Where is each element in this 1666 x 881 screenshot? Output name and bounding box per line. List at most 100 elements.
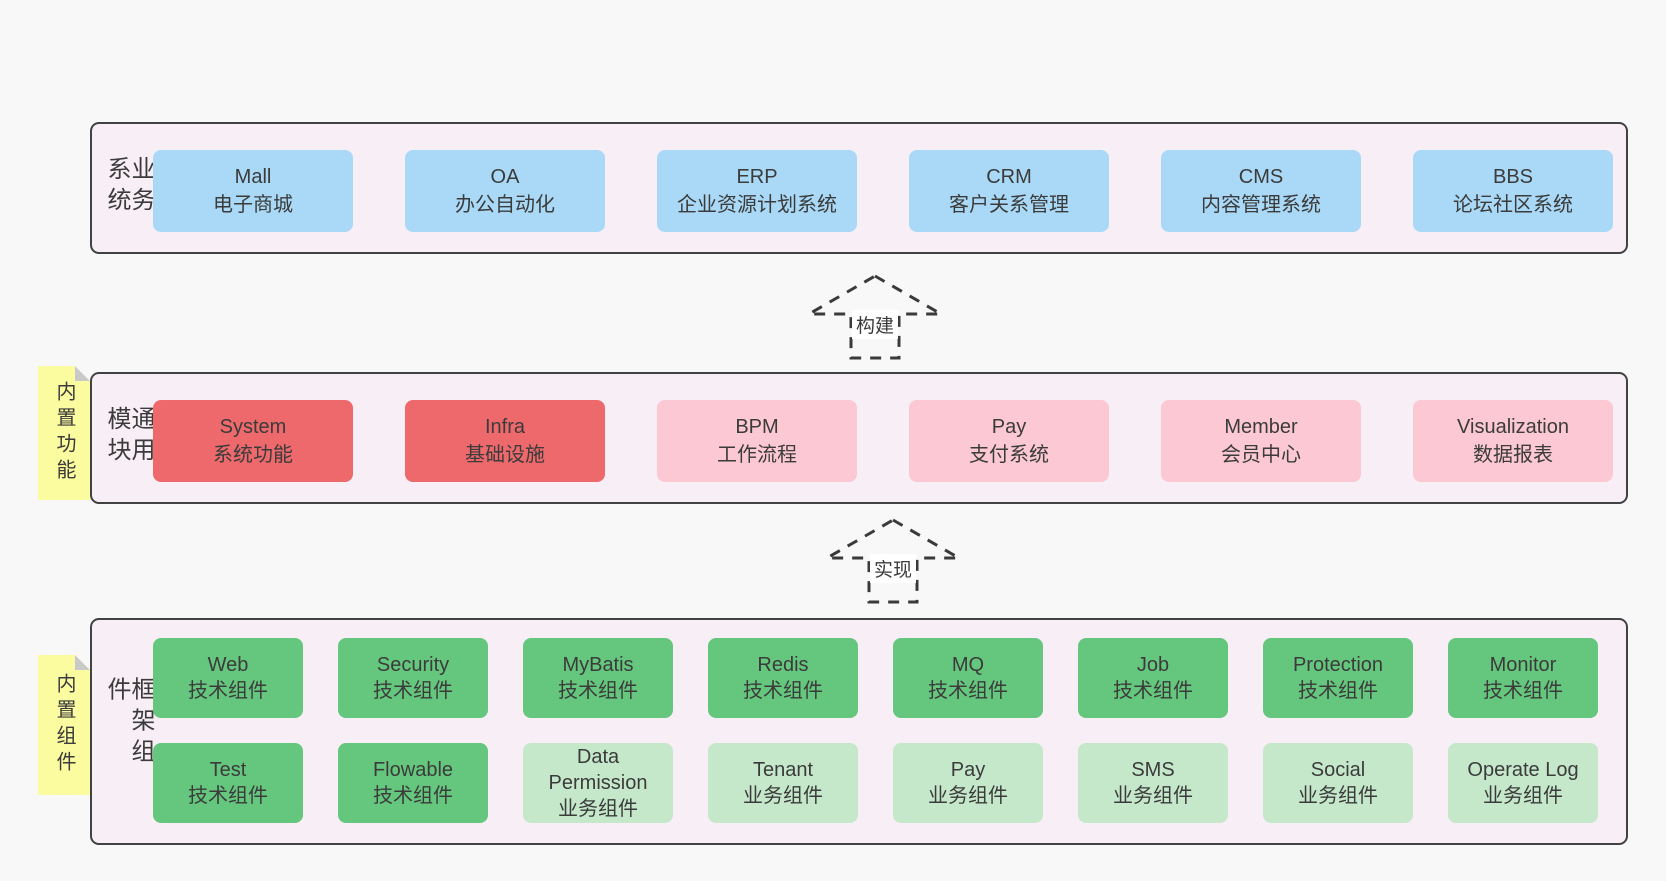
box-subtitle: 业务组件 [558,798,638,820]
box-social: Social 业务组件 [1263,743,1413,823]
box-subtitle: 技术组件 [1113,680,1193,702]
box-title: Member [1224,416,1298,438]
box-member: Member 会员中心 [1161,400,1361,482]
modules-box-row: System 系统功能 Infra 基础设施 BPM 工作流程 Pay 支付系统… [153,400,1613,482]
note-fold-corner-icon [75,655,90,670]
box-title: Operate Log [1467,759,1579,781]
box-subtitle: 系统功能 [213,444,293,466]
note-fold-corner-icon [75,366,90,381]
box-subtitle: 技术组件 [1483,680,1563,702]
box-subtitle: 技术组件 [558,680,638,702]
business-box-row: Mall 电子商城 OA 办公自动化 ERP 企业资源计划系统 CRM 客户关系… [153,150,1613,232]
box-subtitle: 技术组件 [373,785,453,807]
box-sms: SMS 业务组件 [1078,743,1228,823]
framework-box-row-top: Web 技术组件 Security 技术组件 MyBatis 技术组件 Redi… [153,638,1598,718]
box-redis: Redis 技术组件 [708,638,858,718]
box-subtitle: 技术组件 [188,785,268,807]
box-title: Job [1136,654,1170,676]
box-monitor: Monitor 技术组件 [1448,638,1598,718]
sticky-note-builtin-features: 内置功能 [38,366,90,500]
box-title: Pay [991,416,1027,438]
box-title: Visualization [1457,416,1569,438]
box-title: ERP [736,166,778,188]
framework-box-row-bottom: Test 技术组件 Flowable 技术组件 Data Permission … [153,743,1598,823]
box-title: Mall [234,166,272,188]
box-subtitle: 电子商城 [213,194,293,216]
sticky-note-label: 内置组件 [53,673,75,777]
up-arrow-outline-icon [807,274,943,360]
box-title: Web [207,654,249,676]
box-subtitle: 论坛社区系统 [1453,194,1573,216]
box-title: CRM [986,166,1032,188]
box-subtitle: 企业资源计划系统 [677,194,837,216]
box-title: Data Permission [548,746,648,794]
box-title: Protection [1292,654,1384,676]
layer-label-business-systems: 业务系统 [103,156,154,218]
box-test: Test 技术组件 [153,743,303,823]
box-crm: CRM 客户关系管理 [909,150,1109,232]
box-subtitle: 业务组件 [1113,785,1193,807]
box-title: Pay [950,759,986,781]
box-pay-module: Pay 支付系统 [909,400,1109,482]
box-bpm: BPM 工作流程 [657,400,857,482]
box-cms: CMS 内容管理系统 [1161,150,1361,232]
box-system: System 系统功能 [153,400,353,482]
box-title: MyBatis [562,654,634,676]
box-subtitle: 业务组件 [743,785,823,807]
box-infra: Infra 基础设施 [405,400,605,482]
box-title: Flowable [372,759,454,781]
box-title: Infra [484,416,526,438]
box-title: OA [490,166,520,188]
box-mall: Mall 电子商城 [153,150,353,232]
box-pay-component: Pay 业务组件 [893,743,1043,823]
box-subtitle: 技术组件 [373,680,453,702]
box-title: Social [1310,759,1366,781]
box-title: Security [376,654,450,676]
box-title: BBS [1492,166,1534,188]
box-title: Monitor [1489,654,1557,676]
box-title: System [219,416,287,438]
box-subtitle: 内容管理系统 [1201,194,1321,216]
box-tenant: Tenant 业务组件 [708,743,858,823]
box-data-permission: Data Permission 业务组件 [523,743,673,823]
box-title: CMS [1238,166,1284,188]
box-subtitle: 业务组件 [928,785,1008,807]
layer-label-common-modules: 通用模块 [103,406,154,468]
arrow-label: 构建 [851,310,899,339]
box-title: SMS [1131,759,1175,781]
layer-business-systems: 业务系统 Mall 电子商城 OA 办公自动化 ERP 企业资源计划系统 CRM… [90,122,1628,254]
box-subtitle: 会员中心 [1221,444,1301,466]
box-job: Job 技术组件 [1078,638,1228,718]
box-subtitle: 业务组件 [1483,785,1563,807]
box-erp: ERP 企业资源计划系统 [657,150,857,232]
layer-common-modules: 通用模块 System 系统功能 Infra 基础设施 BPM 工作流程 Pay… [90,372,1628,504]
box-subtitle: 数据报表 [1473,444,1553,466]
layer-framework-components: 框架组件 Web 技术组件 Security 技术组件 MyBatis 技术组件… [90,618,1628,845]
box-subtitle: 工作流程 [717,444,797,466]
sticky-note-builtin-components: 内置组件 [38,655,90,795]
box-title: BPM [735,416,779,438]
arrow-build: 构建 [807,274,943,360]
layer-label-framework-components: 框架组件 [103,675,154,769]
box-subtitle: 技术组件 [928,680,1008,702]
box-subtitle: 基础设施 [465,444,545,466]
box-protection: Protection 技术组件 [1263,638,1413,718]
box-web: Web 技术组件 [153,638,303,718]
box-mybatis: MyBatis 技术组件 [523,638,673,718]
box-oa: OA 办公自动化 [405,150,605,232]
box-bbs: BBS 论坛社区系统 [1413,150,1613,232]
arrow-implement: 实现 [825,518,961,604]
box-subtitle: 技术组件 [1298,680,1378,702]
box-flowable: Flowable 技术组件 [338,743,488,823]
box-operate-log: Operate Log 业务组件 [1448,743,1598,823]
box-title: Test [209,759,247,781]
arrow-label: 实现 [869,554,917,583]
box-visualization: Visualization 数据报表 [1413,400,1613,482]
box-subtitle: 技术组件 [743,680,823,702]
sticky-note-label: 内置功能 [53,381,75,485]
box-subtitle: 客户关系管理 [949,194,1069,216]
box-mq: MQ 技术组件 [893,638,1043,718]
box-title: Redis [757,654,809,676]
box-subtitle: 办公自动化 [455,194,555,216]
